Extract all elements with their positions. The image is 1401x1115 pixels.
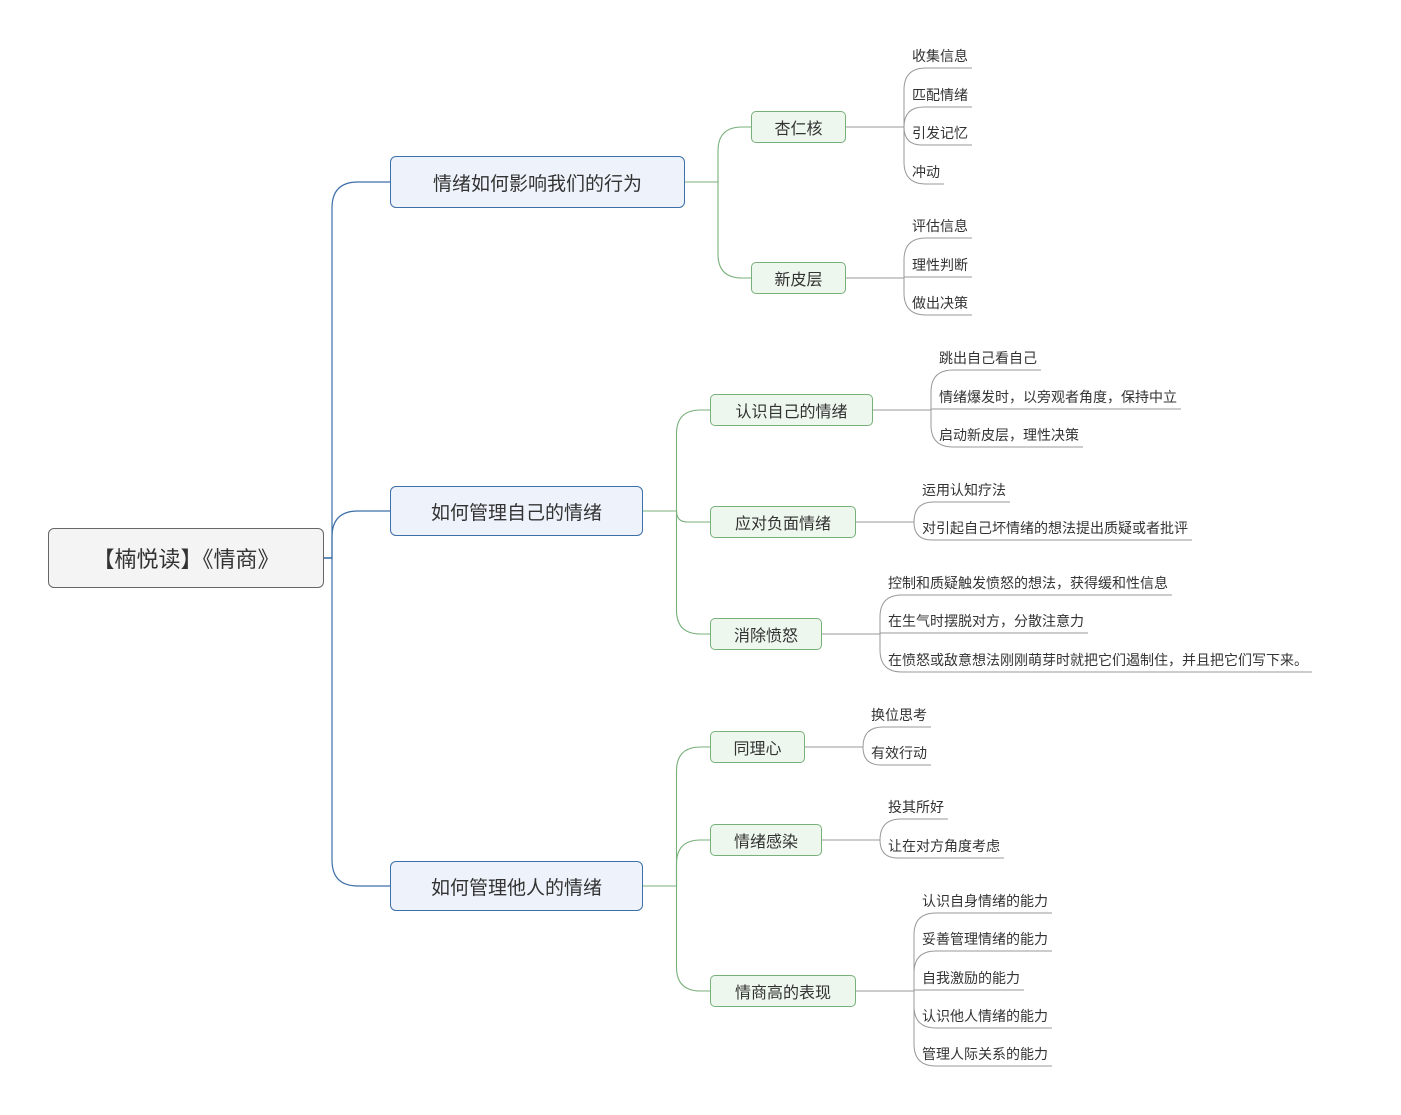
topic-know-own-emotions[interactable]: 认识自己的情绪	[710, 394, 873, 426]
leaf-item[interactable]: 认识他人情绪的能力	[922, 1009, 1048, 1025]
topic-empathy[interactable]: 同理心	[710, 731, 805, 763]
leaf-item[interactable]: 评估信息	[912, 219, 968, 235]
leaf-item[interactable]: 引发记忆	[912, 126, 968, 142]
branch-label: 如何管理自己的情绪	[430, 501, 602, 524]
leaf-item[interactable]: 管理人际关系的能力	[922, 1047, 1048, 1063]
connector-topic-leaf	[822, 594, 1172, 635]
leaf-item[interactable]: 自我激励的能力	[922, 971, 1020, 987]
connector-root-branch	[324, 510, 390, 559]
topic-label: 杏仁核	[774, 119, 823, 138]
leaf-item[interactable]: 情绪爆发时，以旁观者角度，保持中立	[939, 390, 1177, 406]
connector-topic-leaf	[873, 369, 1041, 411]
topic-label: 情商高的表现	[734, 983, 831, 1002]
connector-root-branch	[324, 181, 390, 559]
connector-topic-leaf	[856, 950, 1052, 992]
leaf-item[interactable]: 跳出自己看自己	[939, 351, 1037, 367]
connector-branch-topic	[643, 839, 710, 887]
topic-eliminate-anger[interactable]: 消除愤怒	[710, 618, 822, 650]
branch-emotion-behavior[interactable]: 情绪如何影响我们的行为	[390, 156, 685, 208]
connector-topic-leaf	[805, 726, 931, 748]
leaf-item[interactable]: 妥善管理情绪的能力	[922, 932, 1048, 948]
root-node[interactable]: 【楠悦读】《情商》	[48, 528, 324, 588]
connector-branch-topic	[643, 885, 710, 992]
connector-topic-leaf	[873, 409, 1083, 448]
branch-label: 如何管理他人的情绪	[430, 876, 602, 899]
topic-amygdala[interactable]: 杏仁核	[751, 111, 846, 143]
leaf-item[interactable]: 认识自身情绪的能力	[922, 894, 1048, 910]
leaf-item[interactable]: 在生气时摆脱对方，分散注意力	[888, 614, 1084, 630]
connector-topic-leaf	[822, 818, 948, 841]
leaf-item[interactable]: 对引起自己坏情绪的想法提出质疑或者批评	[922, 521, 1188, 537]
topic-label: 情绪感染	[733, 832, 798, 851]
connector-topic-leaf	[856, 501, 1010, 523]
connector-branch-topic	[685, 126, 751, 183]
connector-topic-leaf	[805, 746, 931, 766]
connector-branch-topic	[643, 510, 710, 635]
topic-emotional-contagion[interactable]: 情绪感染	[710, 824, 822, 856]
connector-topic-leaf	[846, 277, 972, 316]
topic-label: 同理心	[733, 739, 782, 758]
topic-handle-negative[interactable]: 应对负面情绪	[710, 506, 856, 538]
topic-neocortex[interactable]: 新皮层	[751, 262, 846, 294]
connector-topic-leaf	[822, 633, 1312, 673]
leaf-item[interactable]: 让在对方角度考虑	[888, 839, 1000, 855]
leaf-item[interactable]: 收集信息	[912, 49, 968, 65]
topic-label: 应对负面情绪	[734, 514, 831, 533]
branch-label: 情绪如何影响我们的行为	[432, 172, 642, 195]
leaf-item[interactable]: 做出决策	[912, 296, 968, 312]
leaf-item[interactable]: 启动新皮层，理性决策	[939, 428, 1079, 444]
connector-topic-leaf	[846, 237, 972, 279]
connector-topic-leaf	[856, 521, 1192, 541]
topic-label: 新皮层	[774, 270, 823, 289]
topic-label: 消除愤怒	[733, 626, 798, 645]
leaf-item[interactable]: 理性判断	[912, 258, 968, 274]
connector-topic-leaf	[856, 912, 1052, 992]
connector-topic-leaf	[846, 106, 972, 128]
connector-branch-topic	[643, 409, 710, 512]
root-label: 【楠悦读】《情商》	[92, 548, 280, 573]
topic-label: 认识自己的情绪	[735, 402, 848, 421]
connector-topic-leaf	[846, 67, 972, 128]
connector-topic-leaf	[822, 839, 1004, 859]
leaf-item[interactable]: 投其所好	[888, 800, 944, 816]
leaf-item[interactable]: 运用认知疗法	[922, 483, 1006, 499]
leaf-item[interactable]: 在愤怒或敌意想法刚刚萌芽时就把它们遏制住，并且把它们写下来。	[888, 653, 1308, 669]
leaf-item[interactable]: 匹配情绪	[912, 88, 968, 104]
leaf-item[interactable]: 冲动	[912, 165, 940, 181]
topic-high-eq-signs[interactable]: 情商高的表现	[710, 975, 856, 1007]
connector-branch-topic	[685, 181, 751, 279]
leaf-item[interactable]: 控制和质疑触发愤怒的想法，获得缓和性信息	[888, 576, 1168, 592]
connector-topic-leaf	[856, 990, 1052, 1067]
connector-root-branch	[324, 557, 390, 887]
leaf-item[interactable]: 换位思考	[871, 708, 927, 724]
branch-manage-self[interactable]: 如何管理自己的情绪	[390, 486, 643, 536]
connector-topic-leaf	[846, 126, 944, 185]
connector-branch-topic	[643, 746, 710, 887]
leaf-item[interactable]: 有效行动	[871, 746, 927, 762]
branch-manage-others[interactable]: 如何管理他人的情绪	[390, 861, 643, 911]
